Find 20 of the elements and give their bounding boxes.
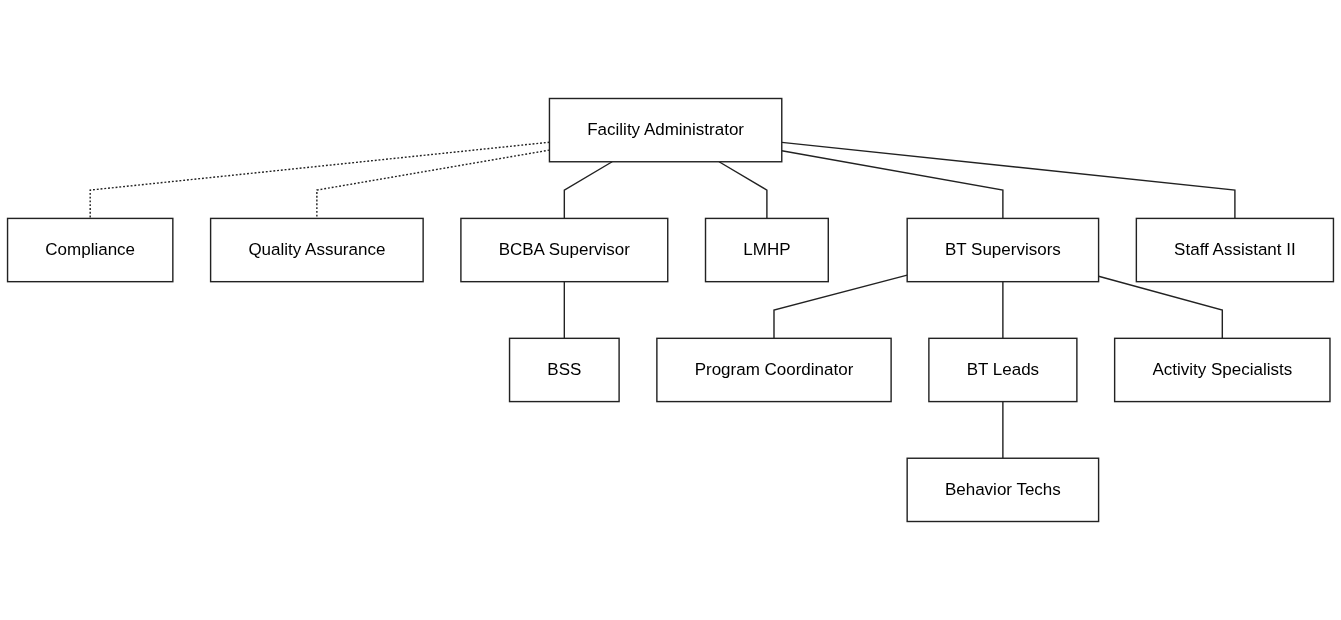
node-box: LMHP <box>704 217 829 283</box>
node-box: BT Leads <box>928 337 1078 403</box>
node-box: BCBA Supervisor <box>460 217 669 283</box>
connector <box>781 150 1004 220</box>
node-box: Program Coordinator <box>656 337 892 403</box>
connector <box>781 141 1236 220</box>
connector <box>563 280 566 340</box>
connector <box>563 161 613 220</box>
node-box: Facility Administrator <box>548 97 783 163</box>
connector <box>773 274 908 340</box>
node-box: Staff Assistant II <box>1135 217 1335 283</box>
connector <box>1002 400 1004 459</box>
node-box: Activity Specialists <box>1113 337 1331 403</box>
node-box: BT Supervisors <box>906 217 1100 283</box>
node-box: Compliance <box>6 217 174 283</box>
node-box: Behavior Techs <box>906 457 1100 523</box>
node-box: Quality Assurance <box>209 217 424 283</box>
connector <box>718 161 768 220</box>
node-box: BSS <box>508 337 620 403</box>
connector <box>1002 280 1004 340</box>
